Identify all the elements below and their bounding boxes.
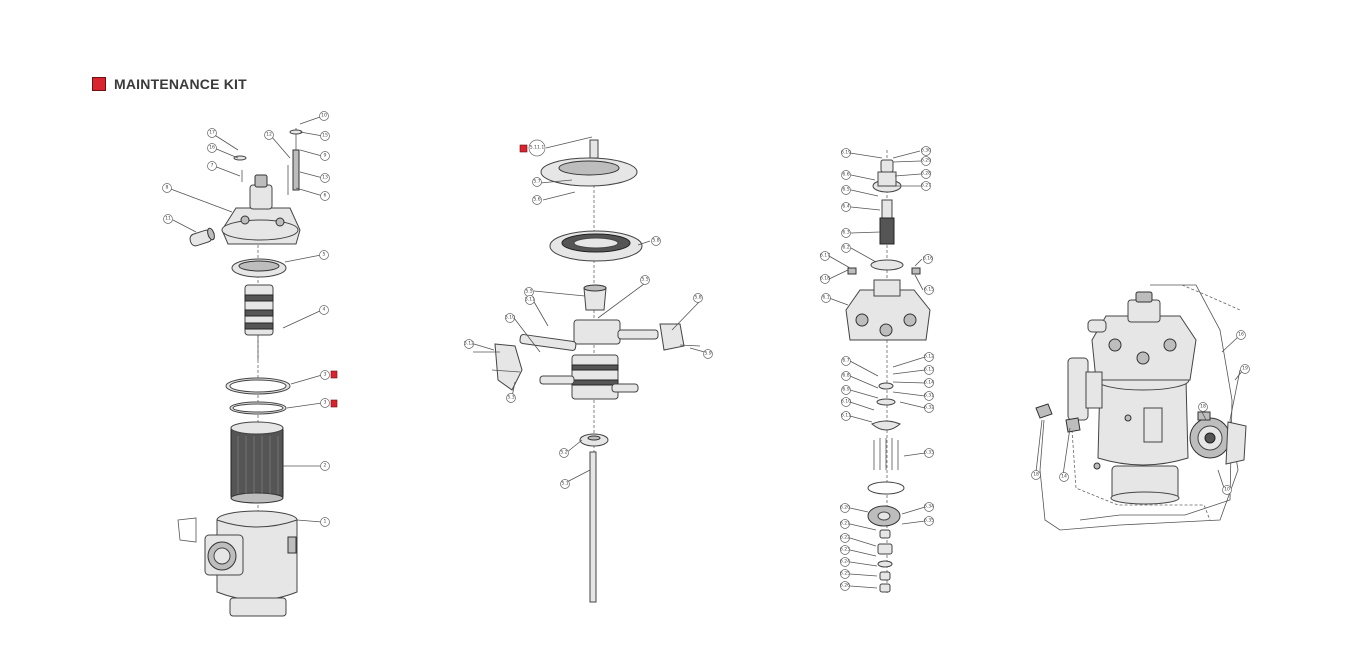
svg-text:6.30: 6.30 [921, 148, 931, 154]
svg-text:5.5: 5.5 [641, 277, 648, 283]
drive-shaft-part [589, 451, 597, 603]
svg-text:6.31: 6.31 [924, 393, 934, 399]
svg-text:7: 7 [211, 163, 214, 169]
svg-text:11: 11 [165, 216, 171, 222]
svg-text:6.34: 6.34 [924, 504, 934, 510]
svg-text:6.14: 6.14 [924, 380, 934, 386]
svg-text:8: 8 [166, 185, 169, 191]
svg-text:5.5: 5.5 [525, 289, 532, 295]
svg-text:5.7: 5.7 [533, 179, 540, 185]
svg-text:18: 18 [1033, 472, 1039, 478]
scanner-block-part [244, 284, 274, 360]
svg-text:6.22: 6.22 [840, 535, 850, 541]
housing-body-part [204, 510, 298, 617]
svg-text:16: 16 [209, 145, 215, 151]
cleaning-mechanism-assembly: 5.11.1 5.7 5.6 5.8 5.5 5.5 5.11 5.10 5.1… [464, 136, 713, 603]
svg-text:5.2: 5.2 [560, 450, 567, 456]
svg-text:6.33: 6.33 [924, 450, 934, 456]
maintenance-kit-marker [330, 399, 338, 408]
svg-text:14: 14 [1061, 474, 1067, 480]
svg-text:6.28: 6.28 [921, 171, 931, 177]
svg-text:6.35: 6.35 [924, 518, 934, 524]
svg-text:6.21: 6.21 [840, 521, 850, 527]
flushing-valve-assembly: 6.19 6.6 6.5 6.4 6.3 6.2 6.17 6.18 6.1 6… [820, 146, 934, 595]
svg-text:6.8: 6.8 [842, 373, 849, 379]
svg-text:5.3: 5.3 [507, 395, 514, 401]
complete-filter-assembly: 16 19 18 10 18 14 [1031, 284, 1250, 531]
controller-part [1189, 411, 1247, 465]
svg-text:6.27: 6.27 [921, 183, 931, 189]
svg-text:15: 15 [322, 133, 328, 139]
top-cover-part [221, 174, 301, 245]
drive-plate-part [540, 139, 638, 187]
svg-text:5.8: 5.8 [652, 238, 659, 244]
svg-text:6.26: 6.26 [840, 583, 850, 589]
svg-text:5.11.1: 5.11.1 [530, 145, 545, 151]
svg-text:10: 10 [1224, 487, 1230, 493]
valve-body-part [845, 279, 931, 341]
svg-text:13: 13 [322, 175, 328, 181]
rotor-plate-part [231, 258, 287, 278]
svg-text:5.12: 5.12 [464, 341, 474, 347]
svg-text:16: 16 [1238, 332, 1244, 338]
svg-text:6.10: 6.10 [841, 399, 851, 405]
svg-text:6.16: 6.16 [923, 256, 933, 262]
gear-part [867, 505, 901, 527]
svg-text:6.24: 6.24 [840, 559, 850, 565]
svg-text:6.32: 6.32 [924, 405, 934, 411]
svg-text:6.2: 6.2 [842, 245, 849, 251]
svg-text:6.12: 6.12 [924, 354, 934, 360]
svg-text:3: 3 [324, 400, 327, 406]
spiral-disc-part [549, 230, 643, 262]
svg-text:6.3: 6.3 [842, 230, 849, 236]
svg-text:6.7: 6.7 [842, 358, 849, 364]
filter-body-part [1067, 291, 1197, 505]
svg-text:5.9: 5.9 [704, 351, 711, 357]
svg-text:5.6: 5.6 [533, 197, 540, 203]
svg-text:6.20: 6.20 [840, 505, 850, 511]
svg-text:6.25: 6.25 [840, 571, 850, 577]
svg-text:10: 10 [321, 113, 327, 119]
filter-housing-assembly: 17 16 7 8 11 12 10 15 9 13 6 5 4 3 3 2 1 [162, 111, 338, 617]
svg-text:6: 6 [324, 193, 327, 199]
svg-text:6.11: 6.11 [841, 413, 851, 419]
filter-screen-part [230, 421, 284, 504]
svg-text:12: 12 [266, 132, 272, 138]
svg-text:5.11: 5.11 [525, 297, 535, 303]
svg-text:1: 1 [324, 519, 327, 525]
manifold-lower-part [539, 354, 639, 400]
nozzle-part [189, 227, 215, 247]
svg-text:18: 18 [1200, 404, 1206, 410]
svg-text:6.4: 6.4 [842, 204, 849, 210]
svg-text:5.8: 5.8 [694, 295, 701, 301]
svg-text:6.6: 6.6 [842, 172, 849, 178]
svg-text:5.10: 5.10 [505, 315, 515, 321]
maintenance-kit-legend: MAINTENANCE KIT [92, 76, 247, 92]
manifold-upper-part [494, 319, 685, 391]
svg-text:6.18: 6.18 [820, 276, 830, 282]
svg-text:6.9: 6.9 [842, 387, 849, 393]
svg-text:5: 5 [323, 252, 326, 258]
maintenance-kit-swatch [92, 77, 106, 91]
svg-text:6.17: 6.17 [820, 253, 830, 259]
svg-text:6.13: 6.13 [924, 367, 934, 373]
svg-text:6.23: 6.23 [840, 547, 850, 553]
svg-text:5.1: 5.1 [561, 481, 568, 487]
svg-text:6.1: 6.1 [822, 295, 829, 301]
maintenance-kit-title: MAINTENANCE KIT [114, 76, 247, 92]
svg-text:6.29: 6.29 [921, 158, 931, 164]
maintenance-kit-marker [330, 370, 338, 379]
svg-text:9: 9 [324, 153, 327, 159]
valve-top-part [870, 159, 904, 271]
svg-text:17: 17 [209, 130, 215, 136]
maintenance-kit-marker [519, 144, 528, 153]
svg-text:3: 3 [324, 372, 327, 378]
svg-text:6.19: 6.19 [841, 150, 851, 156]
svg-text:19: 19 [1242, 366, 1248, 372]
svg-text:4: 4 [323, 307, 326, 313]
svg-text:2: 2 [324, 463, 327, 469]
svg-text:6.5: 6.5 [842, 187, 849, 193]
svg-text:6.15: 6.15 [924, 287, 934, 293]
